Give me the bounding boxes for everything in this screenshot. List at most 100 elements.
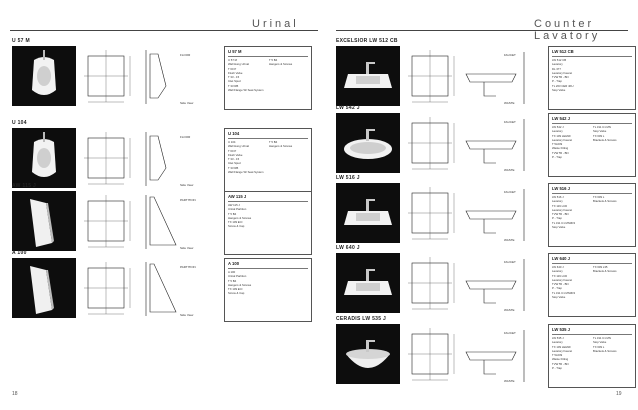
spec-line: TX 609 L [593, 133, 605, 138]
spec-line: TX 609 L35 [593, 265, 608, 269]
product-photo [12, 46, 76, 106]
spec-title: LW 535 J [552, 327, 570, 332]
spec-title: U 57 M [228, 49, 242, 54]
left-page-number: 18 [12, 391, 18, 397]
spec-title: LW 512 CB [552, 49, 574, 54]
spec-line: Screw & Cap [228, 224, 245, 229]
spec-line: P - Trap [552, 216, 562, 221]
spec-line: TVW 55 - BN [552, 282, 569, 287]
spec-line: Urinal Partition [228, 274, 247, 279]
product-photo [336, 324, 400, 384]
spec-line: TX 119 LCD [552, 273, 568, 278]
spec-line: Lavatory Faucet [552, 70, 573, 75]
spec-divider [552, 123, 632, 124]
product-label: LW 542 J [336, 105, 360, 111]
drawing-label: WASTE [504, 308, 515, 312]
spec-line: Lavatory Faucet [552, 348, 573, 353]
spec-line: Stop Valve [552, 225, 566, 230]
spec-line: Brackets & Screws [593, 137, 617, 142]
spec-line: LW 512 CB [552, 58, 567, 62]
spec-line: LW 516 J [552, 195, 564, 199]
drawing-label: FLOOR [180, 135, 191, 139]
spec-line: Flush Valve [228, 152, 243, 157]
spec-line: Brackets & Screws [593, 199, 617, 204]
spec-line: T 5 B4 [269, 58, 278, 62]
spec-title: AW 115 J [228, 194, 247, 199]
product-label: EXCELSIOR LW 512 CB [336, 38, 398, 44]
drawing-label: WASTE [504, 238, 515, 242]
spec-line: AW 115 J [228, 203, 240, 207]
spec-line: Stop Valve [593, 340, 607, 345]
spec-line: Lavatory [552, 269, 563, 274]
spec-line: Waste Fitting [552, 146, 569, 151]
spec-line: T 5 B4 [228, 278, 237, 283]
right-header-rule [336, 30, 628, 31]
spec-line: Wall Hung Urinal [228, 144, 249, 149]
spec-divider [228, 56, 308, 57]
spec-line: Urinal Partition [228, 207, 247, 212]
right-page-title: Counter Lavatory [534, 18, 601, 42]
technical-drawing: FLOOR Side View [80, 46, 220, 108]
spec-line: LW 535 J [552, 336, 564, 340]
spec-line: Lavatory Faucet [552, 207, 573, 212]
spec-divider [552, 263, 632, 264]
spec-line: Lavatory [552, 199, 563, 204]
left-page-title: Urinal [252, 18, 299, 30]
spec-line: T 5 B4 [228, 211, 237, 216]
spec-divider [552, 56, 632, 57]
drawing-label: FLOOR [180, 53, 191, 57]
spec-line: TVW 55 - BN [552, 150, 569, 155]
spec-line: TX 109 ECI [228, 220, 243, 225]
spec-line: Lavatory Faucet [552, 137, 573, 142]
drawing-label: Side View [180, 101, 194, 105]
spec-line: T 60 P [228, 148, 237, 153]
spec-line: Lavatory Faucet [552, 277, 573, 282]
drawing-label: FAUCET [504, 53, 516, 57]
product-label: CERADIS LW 535 J [336, 316, 387, 322]
drawing-label: Side View [180, 313, 194, 317]
spec-line: TX 109 LEHNF [552, 344, 571, 349]
spec-line: TX 609 L [593, 344, 605, 349]
spec-line: TL 311 C1 MN [593, 336, 611, 340]
spec-line: T 33 - 15 [228, 157, 240, 162]
spec-line: Wall Flange W/ Seat System [228, 170, 264, 175]
product-label: U 57 M [12, 38, 30, 44]
spec-line: T 33 - 15 [228, 75, 240, 80]
product-photo [12, 128, 76, 188]
spec-line: P - Trap [552, 366, 562, 371]
spec-line: TL 203 CER 4KU [552, 83, 574, 88]
spec-line: TVW 55 - BN [552, 75, 569, 80]
spec-line: TX 609 L [593, 195, 605, 199]
spec-line: Screw & Cap [228, 291, 245, 296]
spec-divider [228, 201, 308, 202]
spec-title: LW 542 J [552, 116, 570, 121]
spec-title: A 100 [228, 261, 240, 266]
spec-line: U 57 M [228, 58, 238, 62]
spec-line: Hangers & Screws [269, 62, 293, 67]
spec-line: P - Trap [552, 79, 562, 84]
spec-line: Lavatory [552, 129, 563, 134]
spec-line: LW 640 J [552, 265, 564, 269]
spec-title: LW 516 J [552, 186, 570, 191]
right-page-number: 19 [616, 391, 622, 397]
drawing-label: Side View [180, 246, 194, 250]
